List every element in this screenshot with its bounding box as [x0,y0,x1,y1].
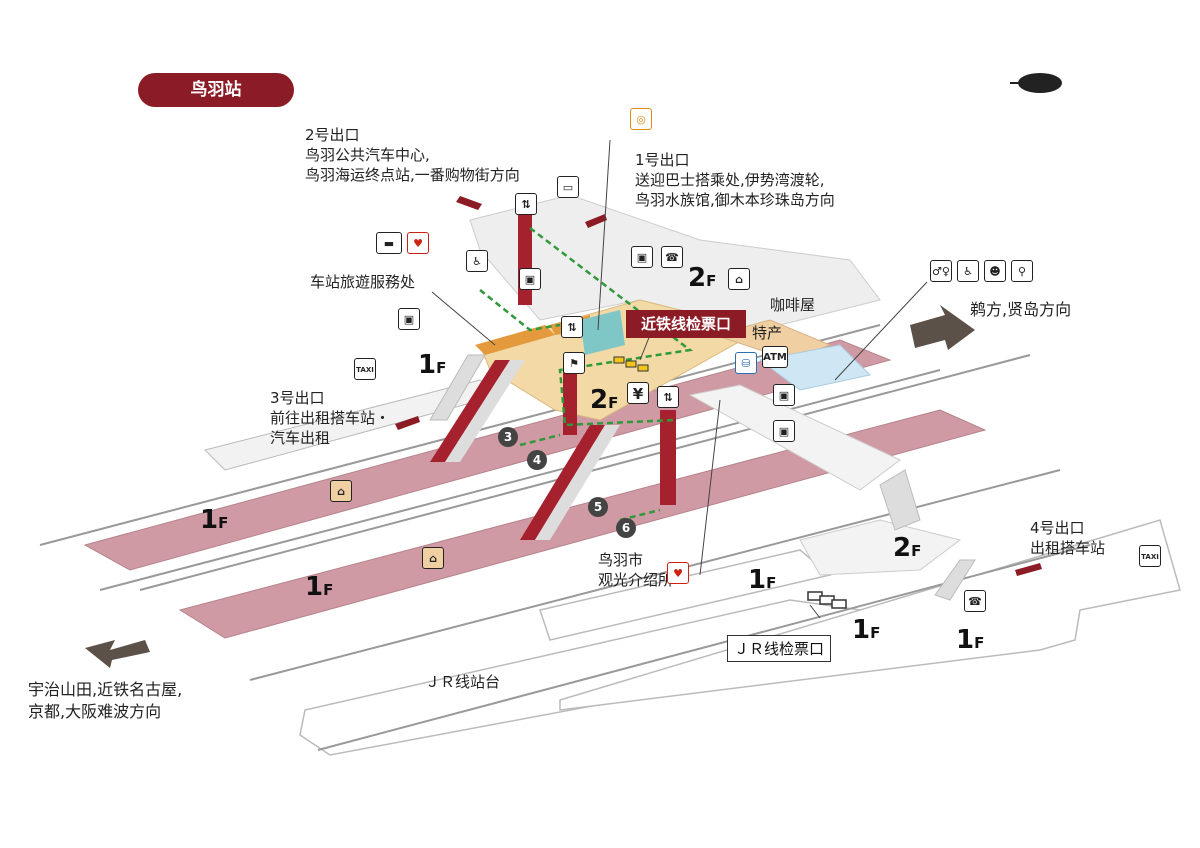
taxi-icon: TAXI [1139,545,1161,567]
compass-arrow-icon [1010,73,1062,93]
bench-icon: ⌂ [330,480,352,502]
east-direction-label: 鹈方,贤岛方向 [970,300,1072,319]
transfer-route-4 [619,508,661,522]
floor-1f-platform-north: 1F [200,505,229,535]
stairs-exit3 [429,354,486,421]
exit2-line1: 鸟羽公共汽车中心, [305,146,430,164]
exit1-title: 1号出口 [635,151,690,169]
transfer-route-2 [479,289,561,332]
east-direction-arrow [910,305,975,350]
east-bridge [688,384,901,491]
elevator-icon: ⇅ [657,386,679,408]
platform-number-5: 5 [588,497,608,517]
leader-line [597,139,611,331]
exit3-line2: 汽车出租 [270,429,331,447]
track-line [99,369,941,591]
floor-2f-concourse: 2F [590,385,619,415]
tourist-service-label: 车站旅遊服務处 [310,273,416,291]
walkway-orange [475,325,555,355]
gate-side-panel [580,310,625,355]
coin-locker-icon: ▣ [631,246,653,268]
specialty-shop-label: 特产 [752,324,783,342]
platform-number-6: 6 [616,518,636,538]
leader-line [431,291,496,346]
bus-icon: ▭ [557,176,579,198]
exit2-arrow [456,196,482,210]
stairs-middle [520,425,620,540]
station-title: 鸟羽站 [138,73,294,107]
kintetsu-platform-south [178,409,987,639]
cafe-label: 咖啡屋 [770,296,816,314]
yen-icon: ¥ [627,382,649,404]
tourist-office-label-1: 鸟羽市 [598,551,644,569]
exit3-title: 3号出口 [270,389,325,407]
leader-line [639,334,651,361]
pillar [563,365,577,435]
tourist-info-icon: ◎ [630,108,652,130]
jr-gate-label: ＪＲ线检票口 [727,635,832,662]
exit4-line1: 出租搭车站 [1030,539,1106,557]
leader-line [834,281,928,381]
bench-icon: ⌂ [422,547,444,569]
west-direction-label-2: 京都,大阪难波方向 [28,702,162,721]
shopping-icon: ⛁ [735,352,757,374]
kintetsu-ticket-gate [613,356,649,372]
bench-icon: ⌂ [728,268,750,290]
exit1-arrow [585,214,607,228]
leader-line [809,604,821,619]
platform-number-4: 4 [527,450,547,470]
coin-locker-icon: ▣ [398,308,420,330]
floor-2f-east: 2F [893,533,922,563]
jr-ticket-gate [807,591,847,609]
transfer-route [529,227,694,427]
taxi-icon: TAXI [354,358,376,380]
coin-locker-icon: ▣ [773,384,795,406]
stairs-east [879,469,976,601]
coin-locker-icon: ▣ [773,420,795,442]
exit3-arrow [395,416,420,430]
kintetsu-gate-label: 近铁线检票口 [626,310,746,338]
floor-1f-platform-south: 1F [305,572,334,602]
elevator-icon: ⇅ [515,193,537,215]
track-line [249,469,1061,681]
exit4-title: 4号出口 [1030,519,1085,537]
atm-icon: ATM [762,346,788,368]
exit1-line1: 送迎巴士搭乘处,伊势湾渡轮, [635,171,825,189]
station-office-icon: ⚑ [563,352,585,374]
tourist-office-heart-icon: ♥ [407,232,429,254]
pillar [660,410,676,505]
floor-2f-upper: 2F [688,263,717,293]
baby-care-icon: ☻ [984,260,1006,282]
floor-1f-jr-gate: 1F [852,615,881,645]
telephone-icon: ☎ [661,246,683,268]
exit2-title: 2号出口 [305,126,360,144]
floor-1f-east: 1F [956,625,985,655]
elevator-icon: ⇅ [561,316,583,338]
west-direction-label-1: 宇治山田,近铁名古屋, [28,680,183,699]
transfer-route-3 [519,433,561,447]
exit2-line2: 鸟羽海运终点站,一番购物街方向 [305,166,520,184]
east-concourse-2f [799,519,962,576]
coin-locker-icon: ▣ [519,268,541,290]
exit1-line2: 鸟羽水族馆,御木本珍珠岛方向 [635,191,835,209]
tourist-office-heart-icon: ♥ [667,562,689,584]
telephone-icon: ☎ [964,590,986,612]
tourist-office-label-2: 观光介绍所 [598,571,674,589]
leader-line [699,399,721,576]
exit3-line1: 前往出租搭车站・ [270,409,391,427]
wheelchair-icon: ♿ [957,260,979,282]
ticket-machine-icon: ▬ [376,232,402,254]
exit4-arrow [1015,563,1042,576]
floor-1f-jr-upper: 1F [748,565,777,595]
restroom-icon: ♂♀ [930,260,952,282]
stairs-west [430,360,525,462]
restroom-icon: ⚲ [1011,260,1033,282]
west-direction-arrow [85,640,150,668]
platform-number-3: 3 [498,427,518,447]
wheelchair-icon: ♿ [466,250,488,272]
jr-platform-label: ＪＲ线站台 [425,673,501,691]
floor-1f-west: 1F [418,350,447,380]
